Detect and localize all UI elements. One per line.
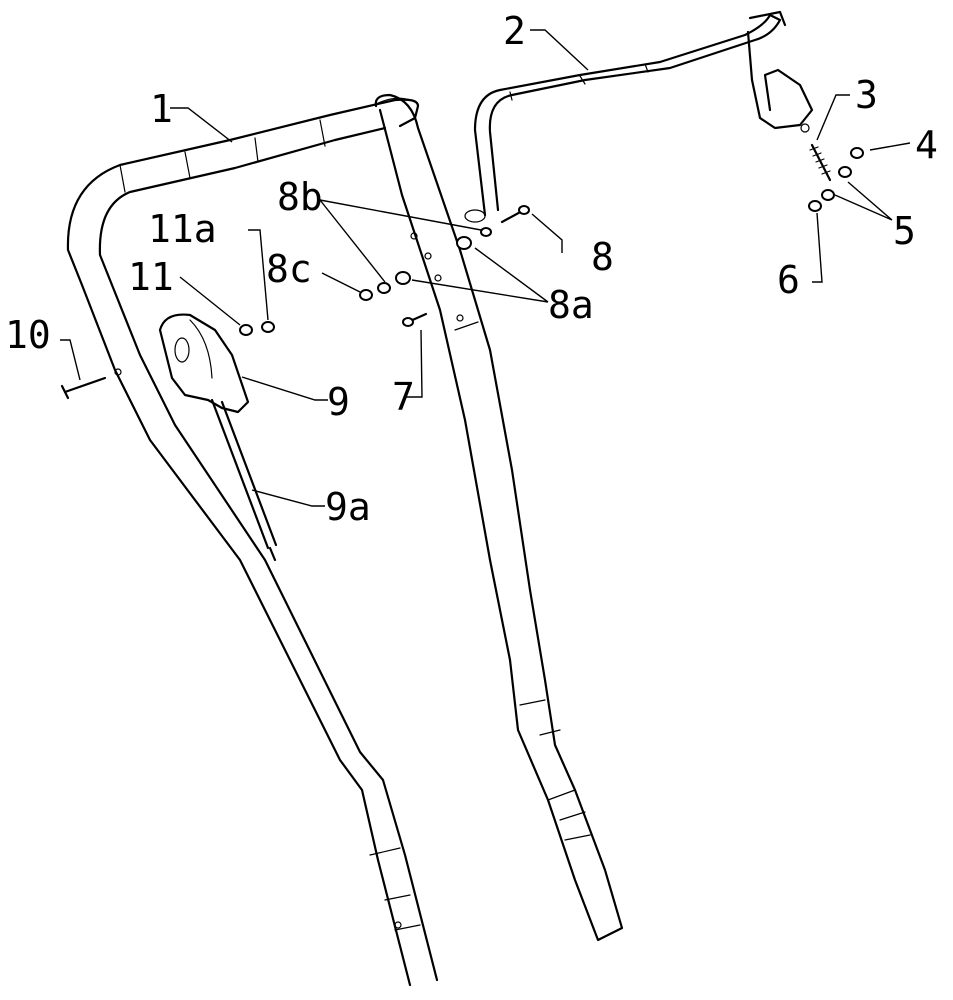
callout-3: 3 — [855, 73, 878, 117]
fastener-hardware — [60, 143, 864, 400]
throttle-lever — [158, 313, 278, 562]
callout-1: 1 — [150, 87, 173, 131]
control-bail-rod — [464, 10, 814, 223]
callout-6: 6 — [777, 258, 800, 302]
callout-10: 10 — [5, 313, 51, 357]
callout-8a: 8a — [548, 283, 594, 327]
callout-9a: 9a — [325, 485, 371, 529]
callout-4: 4 — [915, 123, 938, 167]
callout-8: 8 — [591, 235, 614, 279]
callout-7: 7 — [392, 375, 415, 419]
callout-11a: 11a — [148, 207, 217, 251]
callout-2: 2 — [503, 9, 526, 53]
callout-9: 9 — [327, 380, 350, 424]
callout-11: 11 — [128, 255, 174, 299]
callout-5: 5 — [893, 209, 916, 253]
leader-lines — [60, 29, 911, 507]
callout-8b: 8b — [277, 175, 323, 219]
callout-8c: 8c — [266, 247, 312, 291]
handle-frame — [66, 93, 624, 987]
callout-labels: 1 2 3 4 5 6 7 8 8a 8b 8c 9 9a 10 11 11a — [5, 9, 938, 529]
